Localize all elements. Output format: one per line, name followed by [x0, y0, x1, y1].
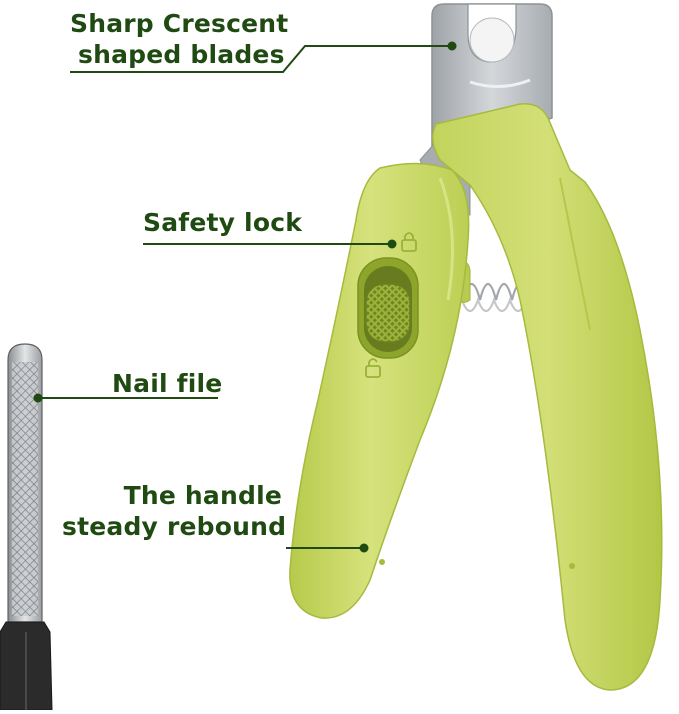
label-safety-lock-text: Safety lock	[143, 208, 303, 237]
label-handle-line2: steady rebound	[62, 512, 287, 541]
label-sharp-blades-line2: shaped blades	[78, 40, 285, 69]
label-safety-lock: Safety lock	[143, 207, 302, 238]
label-nail-file: Nail file	[112, 368, 223, 399]
left-handle	[289, 162, 470, 619]
leader-dots	[33, 41, 457, 553]
lock-closed-icon	[401, 232, 417, 252]
label-sharp-blades: Sharp Crescent shaped blades	[70, 8, 288, 70]
label-handle-line1: The handle	[123, 481, 282, 510]
label-handle-rebound: The handle steady rebound	[62, 480, 287, 542]
right-handle	[432, 103, 663, 691]
label-sharp-blades-line1: Sharp Crescent	[70, 9, 289, 38]
label-nail-file-text: Nail file	[112, 369, 223, 398]
safety-lock-slider	[357, 232, 419, 378]
leader-lines	[40, 45, 452, 549]
lock-open-icon	[365, 358, 381, 378]
nail-file	[0, 343, 53, 711]
